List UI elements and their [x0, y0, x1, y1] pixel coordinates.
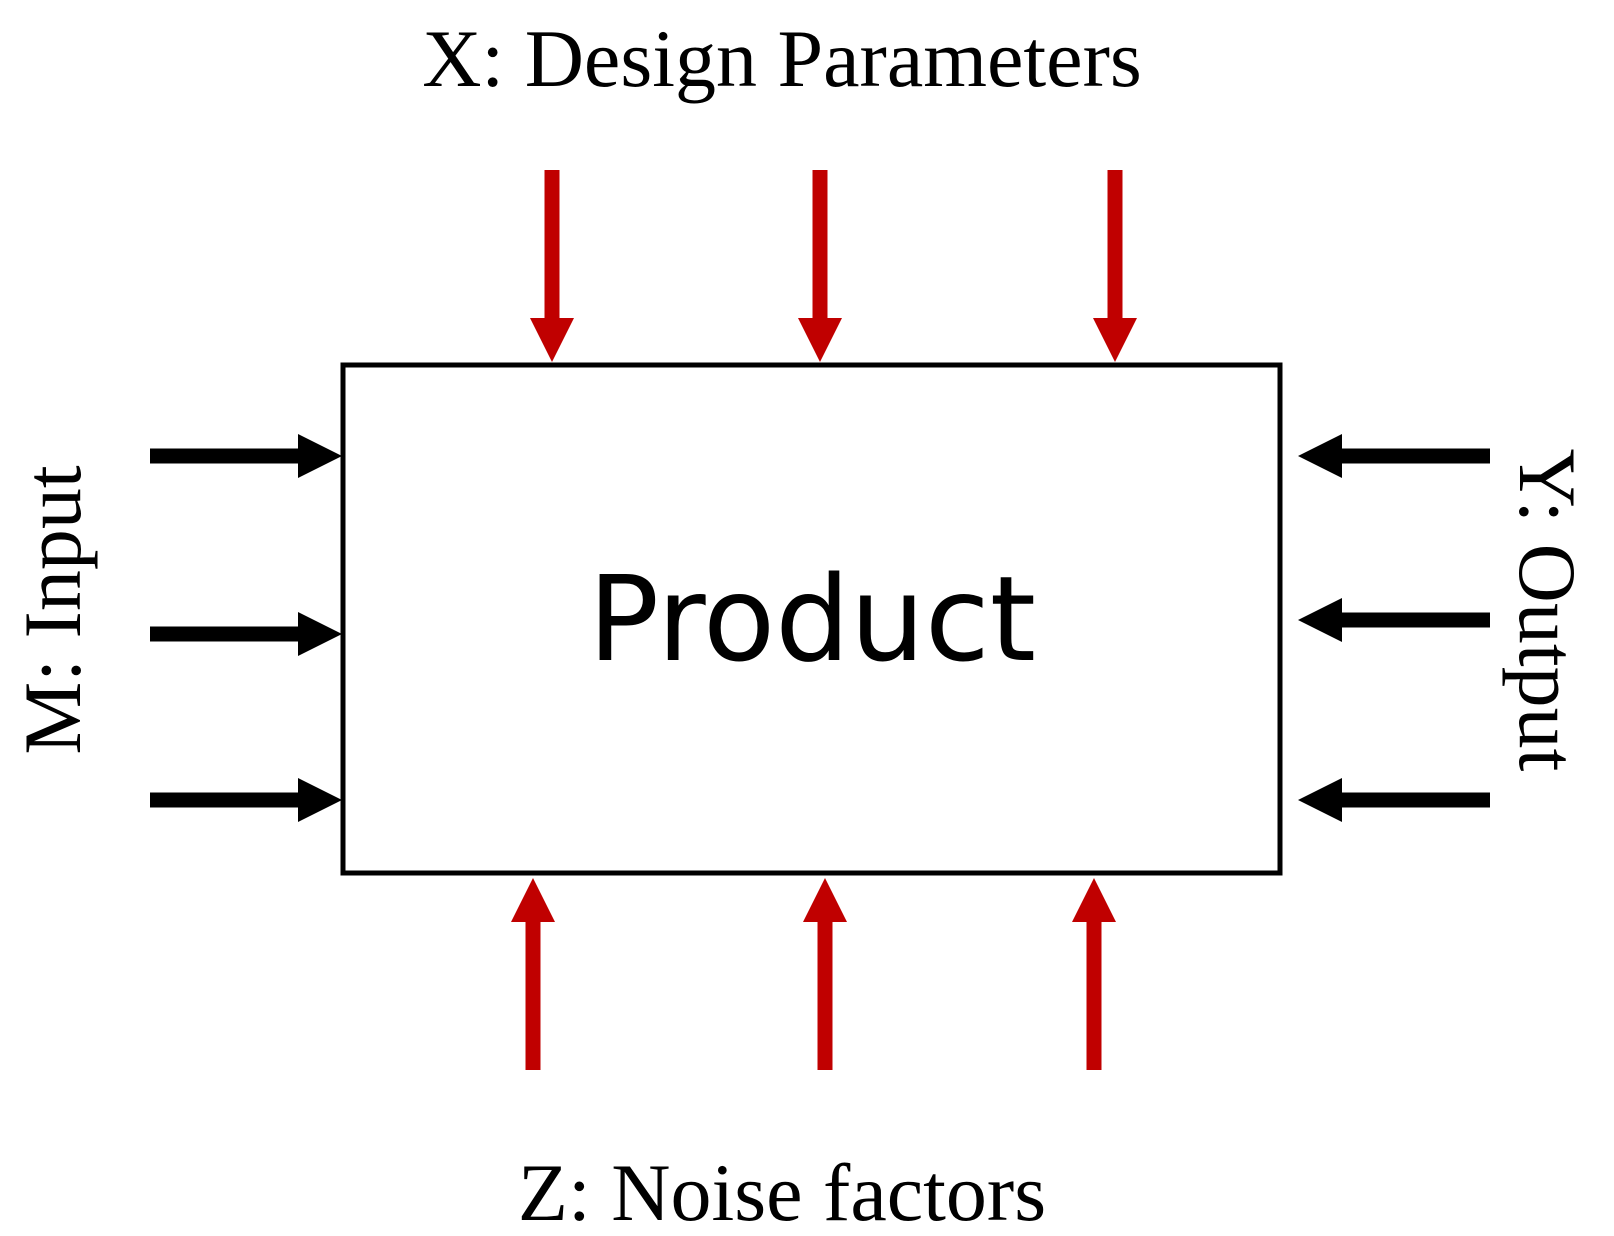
- input-arrow: [150, 778, 342, 822]
- design-parameter-arrow: [1093, 170, 1137, 362]
- input-label: M: Input: [7, 465, 98, 755]
- noise-factor-arrow: [511, 878, 555, 1070]
- noise-factors-label: Z: Noise factors: [518, 1147, 1046, 1236]
- output-arrow: [1298, 434, 1490, 478]
- noise-factor-arrow: [1072, 878, 1116, 1070]
- design-parameter-arrow: [530, 170, 574, 362]
- output-arrow: [1298, 778, 1490, 822]
- design-parameter-arrow: [798, 170, 842, 362]
- design-parameters-label: X: Design Parameters: [422, 13, 1142, 104]
- output-label: Y: Output: [1502, 449, 1593, 772]
- product-label: Product: [588, 550, 1036, 688]
- input-arrow: [150, 434, 342, 478]
- input-arrow: [150, 612, 342, 656]
- noise-factor-arrow: [803, 878, 847, 1070]
- output-arrow: [1298, 598, 1490, 642]
- product-box: [340, 362, 1283, 876]
